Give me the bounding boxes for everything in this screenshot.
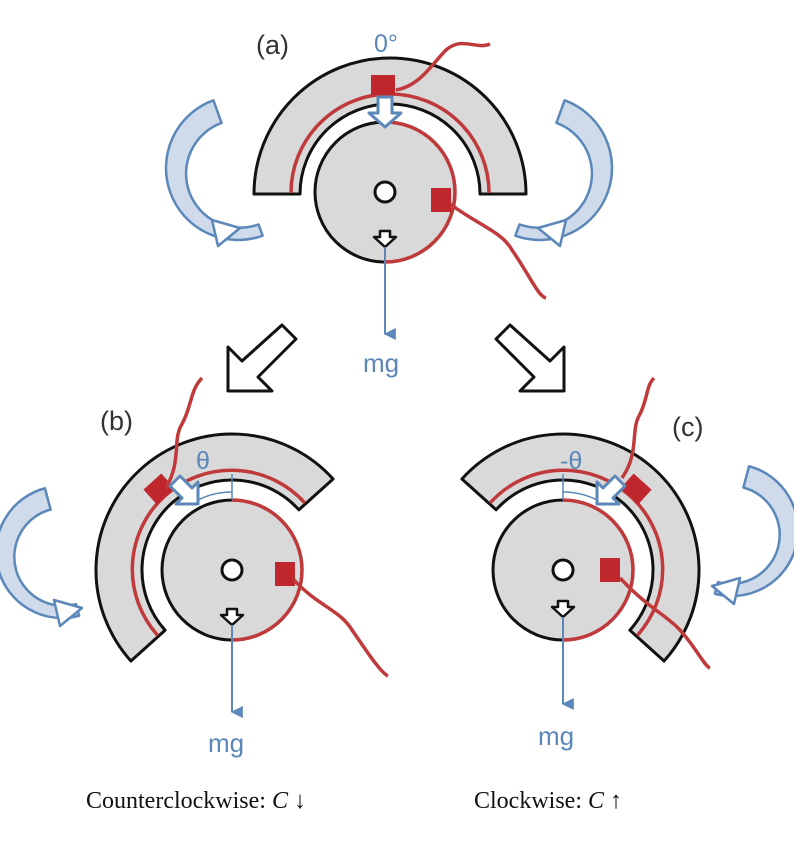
transition-arrow-to-c [494, 323, 566, 393]
caption-ccw-text: Counterclockwise: [86, 788, 272, 814]
com-arrow-b [219, 607, 245, 627]
panel-a-label: (a) [256, 30, 289, 60]
loose-wire-c-top [620, 376, 656, 479]
pivot-hole-b [220, 558, 244, 582]
top-loose-wire [395, 41, 491, 92]
panel-c: (c) -θ mg [460, 376, 794, 751]
rotation-arrow-c-head [710, 576, 742, 606]
loose-wire-c-side [618, 576, 711, 670]
pressure-arrow-c [595, 474, 627, 506]
disk-wire [384, 120, 457, 264]
side-sensor-pad-b [275, 562, 295, 586]
rotation-arrow-b-head [52, 598, 84, 628]
com-arrow [372, 229, 398, 249]
panel-b: (b) θ mg [0, 376, 389, 758]
outer-arc-part [252, 56, 528, 196]
caption-cw-text: Clockwise: [474, 788, 588, 814]
pressure-arrow-b [168, 474, 200, 506]
panel-b-label: (b) [100, 406, 133, 436]
caption-clockwise: Clockwise: C ↑ [474, 788, 622, 815]
rotated-assembly-b [94, 432, 335, 663]
top-sensor-pad [371, 75, 395, 95]
gravity-label: mg [363, 348, 399, 378]
transition-arrow-to-b [226, 323, 298, 393]
pivot-hole-c [551, 558, 575, 582]
side-sensor-pad [431, 188, 451, 212]
loose-wire-b-side [292, 578, 389, 678]
caption-ccw-symbol: C [271, 788, 288, 814]
pressure-arrow [367, 95, 403, 129]
caption-cw-symbol: C [588, 788, 605, 814]
rotation-arrow-c [713, 464, 794, 598]
caption-counterclockwise: Counterclockwise: C ↓ [86, 788, 306, 815]
angle-neg-theta-label: -θ [560, 447, 582, 475]
panel-a: (a) 0° mg [164, 30, 614, 378]
gravity-label-b: mg [208, 728, 244, 758]
down-arrow-icon: ↓ [287, 788, 306, 814]
angle-theta-label: θ [196, 447, 210, 475]
side-sensor-pad-c [600, 558, 620, 582]
gravity-label-c: mg [538, 721, 574, 751]
rotation-arrow-left [164, 99, 264, 242]
angle-zero-label: 0° [374, 30, 398, 58]
pivot-hole [373, 180, 397, 204]
up-arrow-icon: ↑ [604, 788, 623, 814]
com-arrow-c [550, 599, 576, 619]
rotation-arrow-right [514, 99, 614, 242]
rotation-arrow-b [0, 486, 81, 620]
side-loose-wire [448, 202, 547, 300]
rotated-assembly-c [460, 432, 701, 663]
loose-wire-b-top [164, 376, 204, 489]
panel-c-label: (c) [672, 412, 703, 442]
rotation-arrow-right-head [536, 218, 568, 248]
rotation-arrow-left-head [210, 218, 242, 248]
